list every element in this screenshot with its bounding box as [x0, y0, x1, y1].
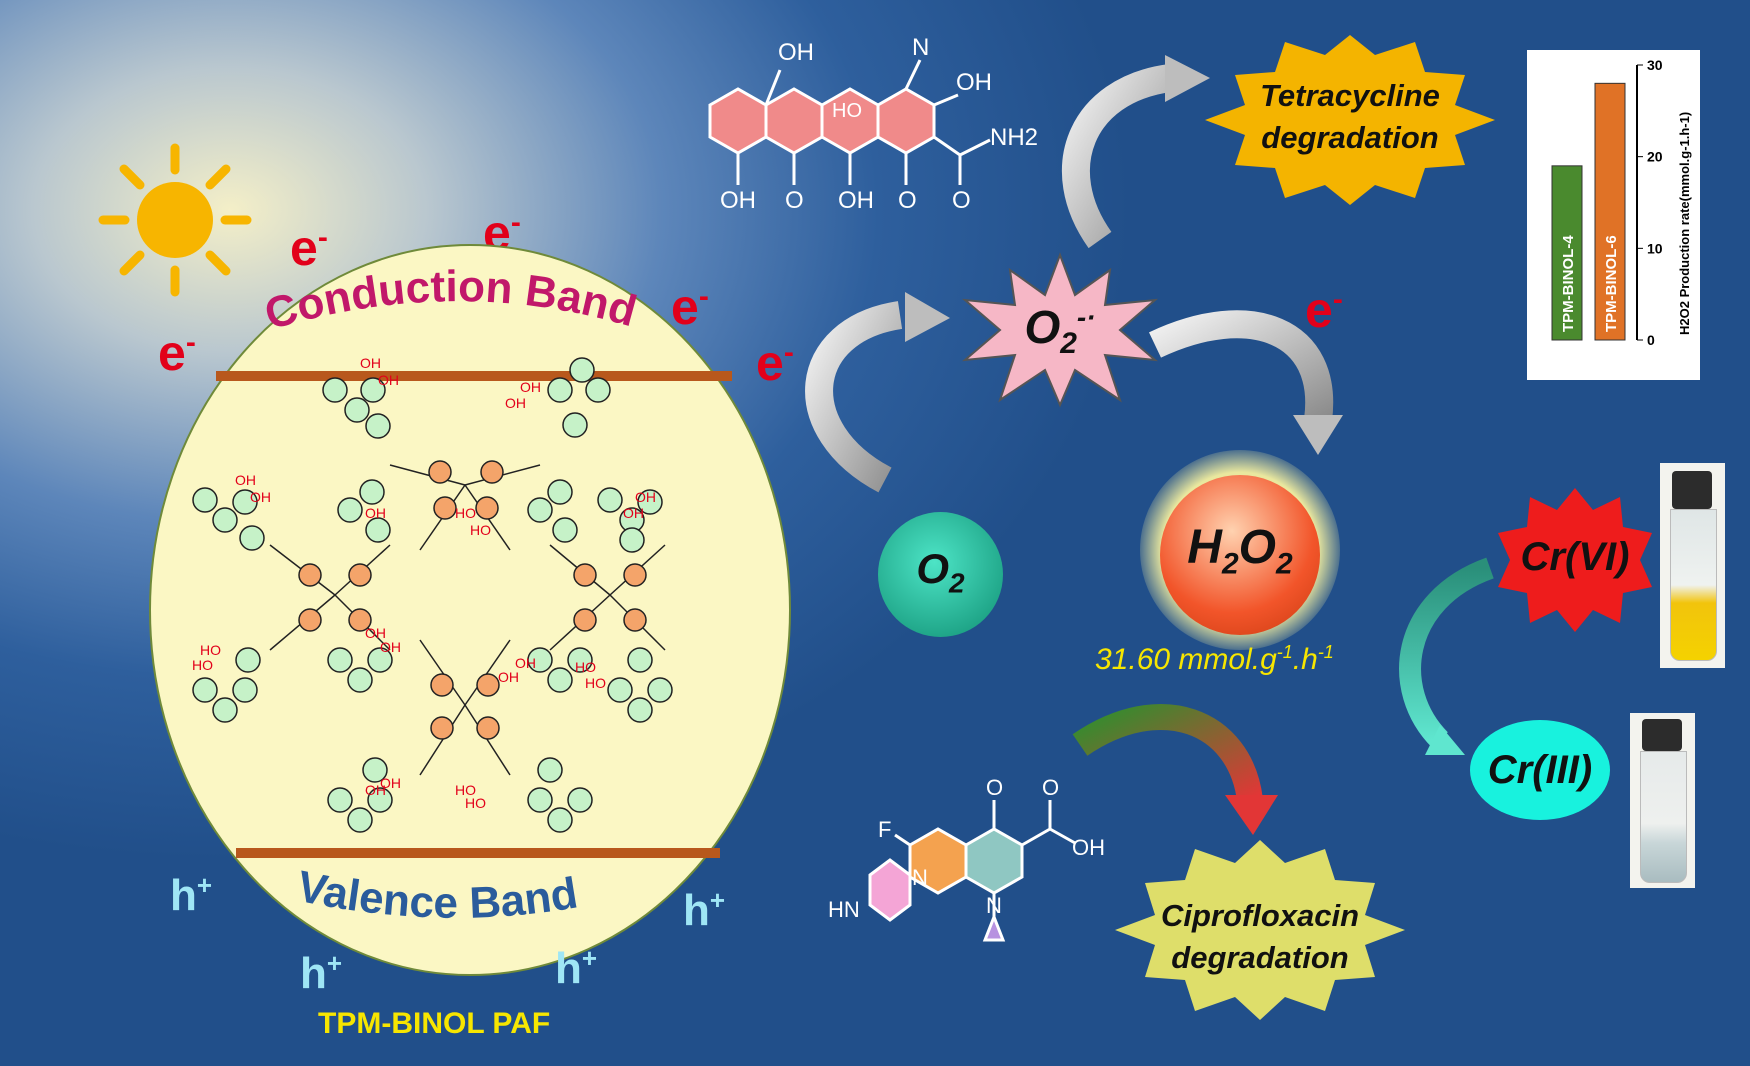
svg-text:OH: OH: [778, 39, 814, 66]
tetracycline-badge: [1205, 35, 1495, 205]
oxygen-label: O2: [916, 545, 965, 599]
chart-bar: [1594, 82, 1626, 341]
svg-text:OH: OH: [365, 782, 386, 798]
svg-text:OH: OH: [250, 489, 271, 505]
cr6-badge: [1498, 488, 1652, 632]
svg-text:HO: HO: [465, 795, 486, 811]
svg-text:N: N: [986, 893, 1002, 918]
svg-text:O: O: [952, 187, 971, 214]
svg-text:HN: HN: [828, 897, 860, 922]
svg-text:OH: OH: [520, 379, 541, 395]
superoxide-label: O2-·: [1024, 301, 1096, 361]
svg-text:HO: HO: [575, 659, 596, 675]
chart-y-tick-label: 0: [1647, 332, 1655, 348]
svg-text:HO: HO: [192, 657, 213, 673]
chart-category-label: TPM-BINOL-6: [1603, 235, 1620, 332]
svg-text:OH: OH: [380, 775, 401, 791]
chart-y-tick-label: 20: [1647, 149, 1663, 165]
svg-text:HO: HO: [470, 522, 491, 538]
svg-text:N: N: [912, 34, 929, 61]
photocatalyst-diagram: Conduction Band Valence Band: [149, 244, 791, 976]
svg-text:O: O: [785, 187, 804, 214]
oxygen-sphere: [878, 512, 1003, 637]
superoxide-burst: [961, 252, 1159, 408]
ciprofloxacin-badge: [1115, 840, 1405, 1020]
svg-text:OH: OH: [360, 355, 381, 371]
svg-text:HO: HO: [455, 505, 476, 521]
material-caption: TPM-BINOL PAF: [318, 1007, 551, 1040]
electron-label: e-: [671, 279, 709, 335]
chart-y-tick-label: 30: [1647, 57, 1663, 73]
hole-label: h+: [555, 943, 598, 993]
ciprofloxacin-structure: O O OH F N N HN: [828, 775, 1105, 942]
vial-cr6-photo: [1660, 463, 1725, 668]
svg-text:O: O: [1042, 775, 1059, 800]
electron-label: e-: [290, 220, 328, 276]
svg-text:OH: OH: [838, 187, 874, 214]
svg-text:OH: OH: [235, 472, 256, 488]
cr3-label: Cr(III): [1487, 748, 1593, 792]
svg-text:OH: OH: [635, 489, 656, 505]
svg-text:OH: OH: [720, 187, 756, 214]
hole-label: h+: [300, 948, 343, 998]
production-rate-label: 31.60 mmol.g-1.h-1: [1095, 642, 1334, 676]
sun-icon: [98, 143, 252, 297]
svg-text:OH: OH: [365, 505, 386, 521]
svg-text:OH: OH: [515, 655, 536, 671]
phenyl-rings: [298, 460, 647, 740]
vial-cr3-photo: [1630, 713, 1695, 888]
h2o2-label: H2O2: [1187, 521, 1293, 581]
svg-text:HO: HO: [200, 642, 221, 658]
svg-text:HO: HO: [585, 675, 606, 691]
svg-text:HO: HO: [832, 100, 862, 122]
cr3-badge: [1470, 720, 1610, 820]
tetracycline-structure: OH N OH NH2 HO OH O OH O O: [708, 34, 1038, 214]
chart-y-axis-label: H2O2 Production rate(mmol.g-1.h-1): [1677, 112, 1692, 335]
cr6-label: Cr(VI): [1520, 535, 1630, 579]
svg-text:OH: OH: [365, 625, 386, 641]
naphthyl-rings: [192, 357, 673, 833]
hole-label: h+: [683, 885, 726, 935]
svg-text:O: O: [898, 187, 917, 214]
electron-label: e-: [1305, 282, 1343, 338]
chart-bar: [1551, 165, 1583, 341]
svg-text:OH: OH: [505, 395, 526, 411]
svg-text:OH: OH: [378, 372, 399, 388]
svg-text:F: F: [878, 817, 891, 842]
electron-label: e-: [756, 335, 794, 391]
chart-y-tick-label: 10: [1647, 240, 1663, 256]
h2o2-sphere: [1160, 475, 1320, 635]
svg-text:N: N: [912, 865, 928, 890]
svg-text:OH: OH: [498, 669, 519, 685]
chart-category-label: TPM-BINOL-4: [1560, 235, 1577, 332]
electron-label: e-: [158, 325, 196, 381]
svg-text:OH: OH: [1072, 835, 1105, 860]
hole-label: h+: [170, 870, 213, 920]
svg-text:HO: HO: [455, 782, 476, 798]
svg-text:OH: OH: [623, 505, 644, 521]
svg-text:OH: OH: [380, 639, 401, 655]
svg-text:OH: OH: [956, 69, 992, 96]
svg-text:NH2: NH2: [990, 124, 1038, 151]
svg-text:O: O: [986, 775, 1003, 800]
